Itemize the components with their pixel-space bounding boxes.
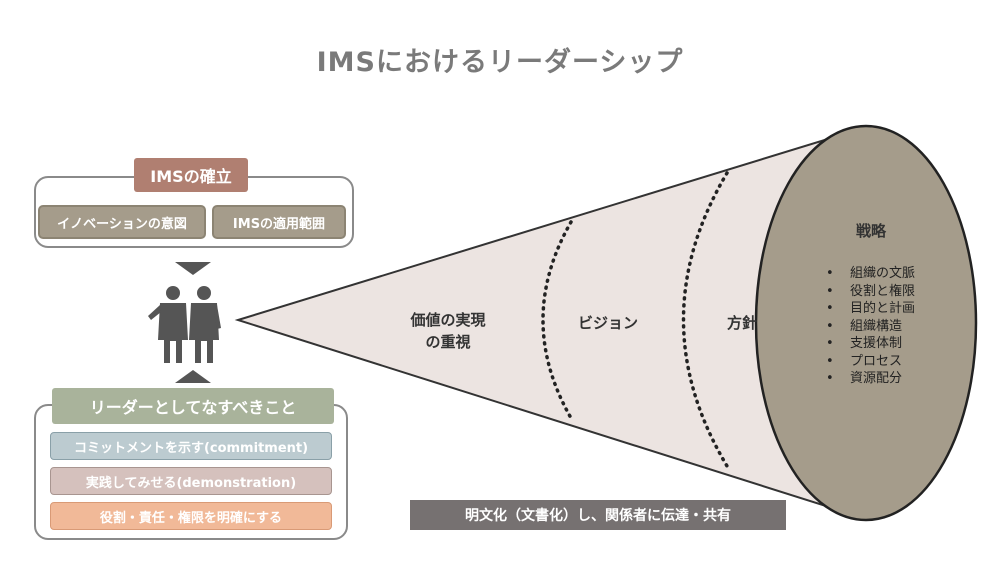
leader-duties-heading: リーダーとしてなすべきこと: [52, 388, 334, 424]
strategy-item: プロセス: [826, 353, 915, 371]
value-realization-line2: の重視: [425, 333, 471, 351]
vision-label: ビジョン: [577, 314, 638, 332]
ims-establishment-heading: IMSの確立: [134, 158, 248, 192]
strategy-item: 組織の文脈: [826, 265, 915, 283]
commitment-item: コミットメントを示す(commitment): [50, 432, 332, 460]
policy-label: 方針: [726, 314, 757, 332]
strategy-item: 組織構造: [826, 318, 915, 336]
triangle-down-icon: [175, 262, 211, 275]
strategy-item: 資源配分: [826, 370, 915, 388]
documentation-caption: 明文化（文書化）し、関係者に伝達・共有: [410, 500, 786, 530]
demonstration-item: 実践してみせる(demonstration): [50, 467, 332, 495]
strategy-list: 組織の文脈 役割と権限 目的と計画 組織構造 支援体制 プロセス 資源配分: [826, 265, 915, 388]
innovation-intent-label: イノベーションの意図: [38, 205, 206, 239]
page-title: IMSにおけるリーダーシップ: [316, 47, 684, 78]
strategy-item: 支援体制: [826, 335, 915, 353]
strategy-item: 目的と計画: [826, 300, 915, 318]
value-realization-label: 価値の実現 の重視: [393, 309, 503, 353]
roles-responsibilities-item: 役割・責任・権限を明確にする: [50, 502, 332, 530]
ims-scope-label: IMSの適用範囲: [212, 205, 346, 239]
vision-boundary: [541, 220, 573, 420]
policy-boundary: [681, 171, 729, 468]
triangle-up-icon: [175, 370, 211, 383]
value-realization-line1: 価値の実現: [410, 311, 486, 329]
strategy-item: 役割と権限: [826, 283, 915, 301]
two-business-people-icon: [148, 286, 221, 363]
strategy-title: 戦略: [856, 222, 887, 240]
